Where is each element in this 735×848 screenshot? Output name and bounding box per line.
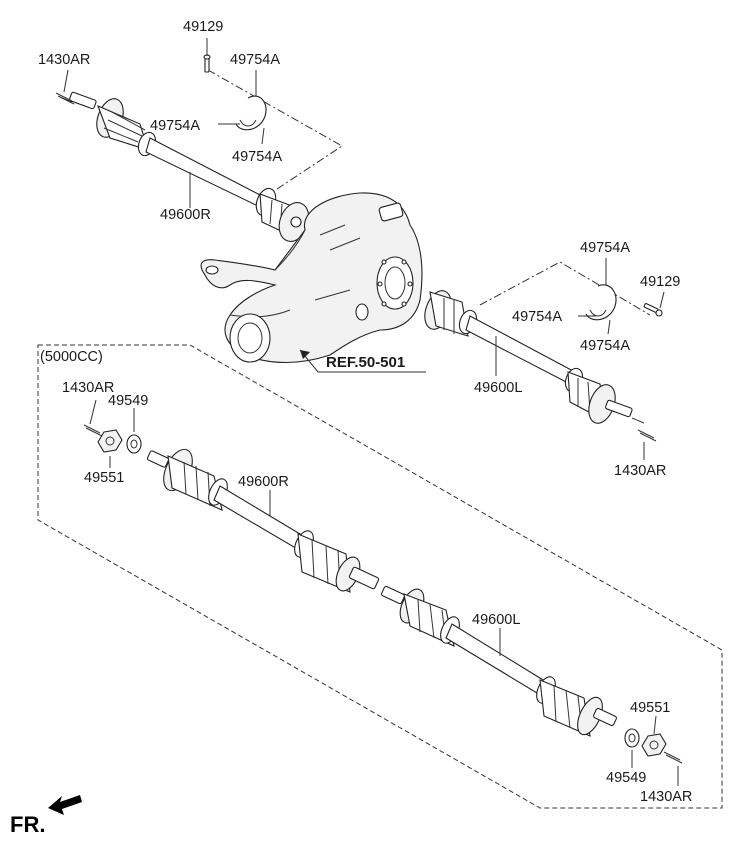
- label-nut-49551-lower-right: 49551: [630, 700, 670, 716]
- label-pin-49129-right: 49129: [640, 274, 680, 290]
- nut-49551-lower-left[interactable]: [97, 429, 123, 453]
- front-arrow-icon: [48, 795, 82, 815]
- label-clip-49754a-top-c: 49754A: [232, 149, 282, 165]
- pin-49129-right[interactable]: [643, 303, 663, 317]
- label-shaft-49600l-lower: 49600L: [472, 612, 520, 628]
- pin-49129-top[interactable]: [203, 54, 211, 73]
- label-washer-49549-lower-right: 49549: [606, 770, 646, 786]
- differential-housing[interactable]: [200, 192, 423, 364]
- front-direction-marker: FR.: [10, 795, 82, 837]
- washer-49549-lower-right[interactable]: [624, 728, 640, 748]
- label-clip-49754a-right-a: 49754A: [580, 240, 630, 256]
- circlip-right[interactable]: [585, 284, 617, 321]
- label-clip-49754a-right-c: 49754A: [580, 338, 630, 354]
- variant-enclosure: [37, 344, 723, 809]
- circlip-top[interactable]: [235, 95, 267, 131]
- cotter-1430ar-right[interactable]: [637, 429, 657, 442]
- refline-right: [479, 261, 651, 316]
- label-nut-49551-lower-left: 49551: [84, 470, 124, 486]
- label-cotter-1430ar-lower-right: 1430AR: [640, 789, 692, 805]
- shaft-49600l-lower[interactable]: [381, 585, 617, 738]
- label-washer-49549-lower-left: 49549: [108, 393, 148, 409]
- cotter-1430ar-lower-right[interactable]: [663, 751, 683, 764]
- label-clip-49754a-right-b: 49754A: [512, 309, 562, 325]
- label-clip-49754a-top-b: 49754A: [150, 118, 200, 134]
- cotter-1430ar-lower-left[interactable]: [83, 424, 103, 437]
- label-shaft-49600r-lower: 49600R: [238, 474, 289, 490]
- cotter-1430ar-top[interactable]: [55, 92, 75, 105]
- label-cotter-1430ar-lower-left: 1430AR: [62, 380, 114, 396]
- washer-49549-lower-left[interactable]: [126, 434, 142, 454]
- label-variant-5000cc: (5000CC): [40, 349, 103, 365]
- label-shaft-49600r-top: 49600R: [160, 207, 211, 223]
- nut-49551-lower-right[interactable]: [641, 733, 667, 757]
- label-cotter-1430ar-top: 1430AR: [38, 52, 90, 68]
- shaft-49600r-lower[interactable]: [146, 445, 380, 595]
- shaft-49600r-top[interactable]: [59, 91, 314, 246]
- label-pin-49129-top: 49129: [183, 19, 223, 35]
- front-marker-label: FR.: [10, 812, 45, 837]
- leader-lines: [63, 38, 679, 786]
- label-shaft-49600l-top: 49600L: [474, 380, 522, 396]
- reference-arrow: [299, 349, 426, 373]
- shaft-49600l-top[interactable]: [420, 287, 645, 427]
- label-cotter-1430ar-right: 1430AR: [614, 463, 666, 479]
- label-reference: REF.50-501: [326, 354, 405, 371]
- refline-top: [207, 69, 343, 196]
- label-clip-49754a-top-a: 49754A: [230, 52, 280, 68]
